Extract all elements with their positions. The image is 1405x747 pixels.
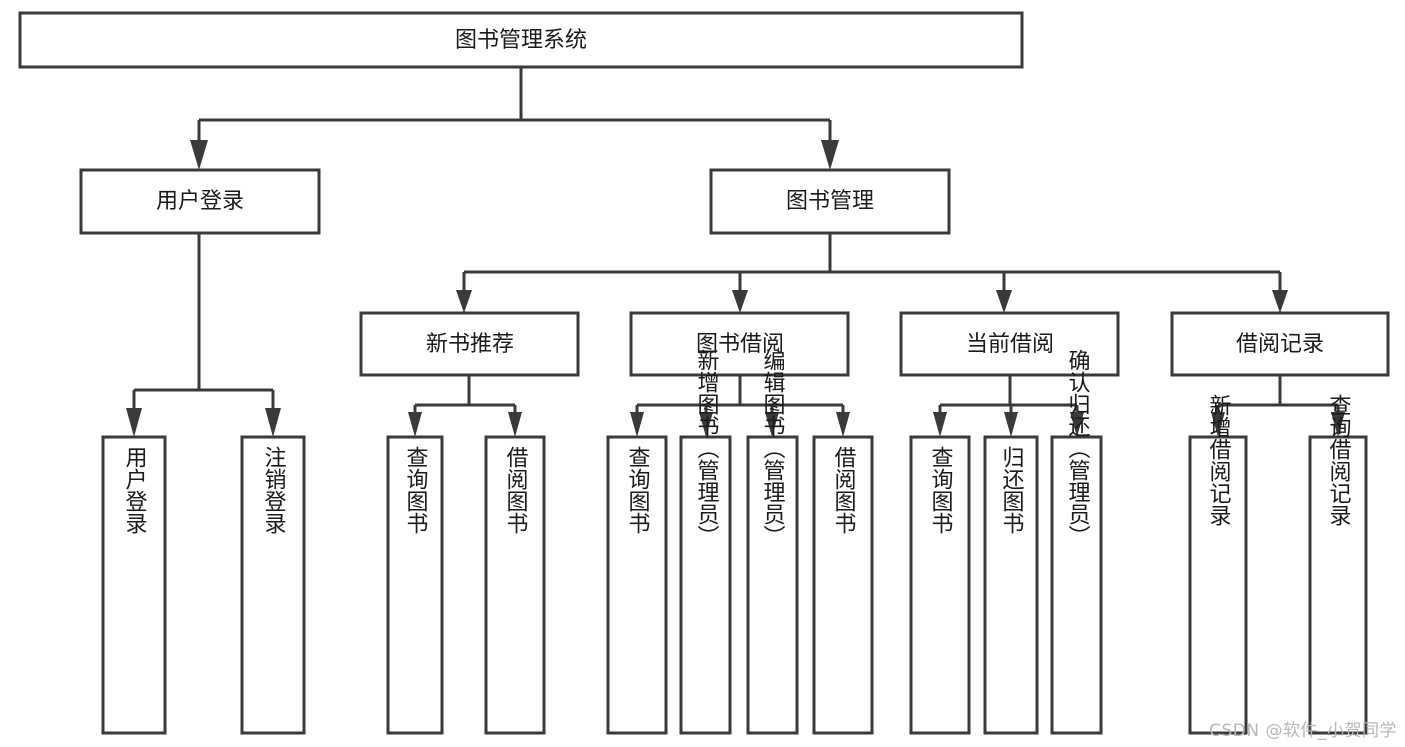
node-new-book-recommend[interactable]: 新书推荐 <box>359 311 580 377</box>
node-borrow-record[interactable]: 借阅记录 <box>1170 311 1390 377</box>
node-leaf-query-book-1-label: 查询图书 <box>403 446 429 534</box>
node-leaf-confirm-return-label: 确认归还（管理员） <box>1065 349 1091 547</box>
node-root-box[interactable] <box>18 11 1024 69</box>
node-current-borrow[interactable]: 当前借阅 <box>899 311 1120 377</box>
node-leaf-edit-book[interactable]: 编辑图书（管理员） <box>746 349 799 735</box>
csdn-watermark: CSDN @软件_小贺同学 <box>1209 721 1397 741</box>
node-new-book-recommend-label: 新书推荐 <box>426 332 514 357</box>
node-user-login-box[interactable] <box>79 168 321 235</box>
node-leaf-edit-book-label: 编辑图书（管理员） <box>760 349 786 547</box>
node-leaf-query-record[interactable]: 查询借阅记录 <box>1308 394 1368 735</box>
arrow-head-leaf-query-record <box>1331 412 1345 437</box>
node-leaf-user-login-label: 用户登录 <box>122 446 148 534</box>
node-leaf-add-record[interactable]: 新增借阅记录 <box>1188 394 1248 735</box>
node-current-borrow-label: 当前借阅 <box>966 332 1054 357</box>
node-leaf-add-book-label: 新增图书（管理员） <box>694 349 720 547</box>
node-leaf-user-logout-label: 注销登录 <box>261 446 287 534</box>
node-leaf-borrow-book-1-label: 借阅图书 <box>503 446 529 534</box>
node-root[interactable]: 图书管理系统 <box>18 11 1024 69</box>
node-leaf-confirm-return-box[interactable] <box>1050 435 1103 735</box>
node-root-label: 图书管理系统 <box>455 28 587 53</box>
node-leaf-query-book-2[interactable]: 查询图书 <box>606 435 668 735</box>
node-user-login-label: 用户登录 <box>156 189 244 214</box>
node-leaf-return-book[interactable]: 归还图书 <box>983 435 1039 735</box>
node-leaf-borrow-book-1[interactable]: 借阅图书 <box>484 435 546 735</box>
node-borrow-record-box[interactable] <box>1170 311 1390 377</box>
node-leaf-query-book-2-box[interactable] <box>606 435 668 735</box>
arrow-head-leaf-query-book-2 <box>630 412 644 437</box>
node-leaf-borrow-book-2-box[interactable] <box>812 435 874 735</box>
arrow-head-leaf-user-login <box>126 408 142 437</box>
arrow-head-leaf-query-book-3 <box>933 412 947 437</box>
node-leaf-user-logout-box[interactable] <box>240 435 306 735</box>
node-leaf-add-book-box[interactable] <box>679 435 732 735</box>
arrow-head-current-borrow <box>996 290 1012 313</box>
arrow-head-leaf-edit-book <box>765 412 779 437</box>
node-leaf-query-book-3-label: 查询图书 <box>928 446 954 534</box>
arrow-head-new-book-recommend <box>456 290 472 313</box>
arrow-head-leaf-confirm-return <box>1070 412 1084 437</box>
node-book-borrow[interactable]: 图书借阅 <box>629 311 850 377</box>
node-leaf-query-record-box[interactable] <box>1308 435 1368 735</box>
node-leaf-add-record-label: 新增借阅记录 <box>1206 394 1232 526</box>
node-leaf-confirm-return[interactable]: 确认归还（管理员） <box>1050 349 1103 735</box>
node-book-manage[interactable]: 图书管理 <box>709 168 951 235</box>
node-book-borrow-box[interactable] <box>629 311 850 377</box>
arrow-head-user-login <box>190 140 208 170</box>
node-current-borrow-box[interactable] <box>899 311 1120 377</box>
node-leaf-return-book-label: 归还图书 <box>999 446 1025 534</box>
node-layer: 图书管理系统 用户登录 图书管理 新书推荐 图书借阅 当前借阅 借阅记录 <box>18 11 1390 735</box>
node-leaf-query-book-3-box[interactable] <box>909 435 971 735</box>
node-user-login[interactable]: 用户登录 <box>79 168 321 235</box>
connector-layer <box>126 67 1345 437</box>
arrow-head-book-borrow <box>732 290 748 313</box>
arrow-head-borrow-record <box>1272 290 1288 313</box>
arrow-head-leaf-borrow-book-2 <box>836 412 850 437</box>
node-leaf-borrow-book-1-box[interactable] <box>484 435 546 735</box>
node-borrow-record-label: 借阅记录 <box>1236 332 1324 357</box>
arrow-head-leaf-user-logout <box>265 408 281 437</box>
node-book-manage-box[interactable] <box>709 168 951 235</box>
node-leaf-query-book-1-box[interactable] <box>386 435 444 735</box>
node-leaf-query-book-2-label: 查询图书 <box>625 446 651 534</box>
node-leaf-query-record-label: 查询借阅记录 <box>1326 394 1352 526</box>
arrow-head-leaf-add-record <box>1211 412 1225 437</box>
node-leaf-borrow-book-2[interactable]: 借阅图书 <box>812 435 874 735</box>
node-leaf-query-book-1[interactable]: 查询图书 <box>386 435 444 735</box>
node-leaf-add-book[interactable]: 新增图书（管理员） <box>679 349 732 735</box>
node-leaf-query-book-3[interactable]: 查询图书 <box>909 435 971 735</box>
node-leaf-return-book-box[interactable] <box>983 435 1039 735</box>
node-leaf-borrow-book-2-label: 借阅图书 <box>831 446 857 534</box>
node-leaf-edit-book-box[interactable] <box>746 435 799 735</box>
node-leaf-user-login[interactable]: 用户登录 <box>101 435 167 735</box>
arrow-head-leaf-borrow-book-1 <box>508 412 522 437</box>
node-leaf-user-login-box[interactable] <box>101 435 167 735</box>
arrow-head-leaf-add-book <box>699 412 713 437</box>
node-leaf-add-record-box[interactable] <box>1188 435 1248 735</box>
arrow-head-leaf-query-book-1 <box>408 412 422 437</box>
node-new-book-recommend-box[interactable] <box>359 311 580 377</box>
arrow-head-book-manage <box>821 140 839 170</box>
node-book-manage-label: 图书管理 <box>786 189 874 214</box>
node-leaf-user-logout[interactable]: 注销登录 <box>240 435 306 735</box>
arrow-head-leaf-return-book <box>1004 412 1018 437</box>
node-book-borrow-label: 图书借阅 <box>696 332 784 357</box>
